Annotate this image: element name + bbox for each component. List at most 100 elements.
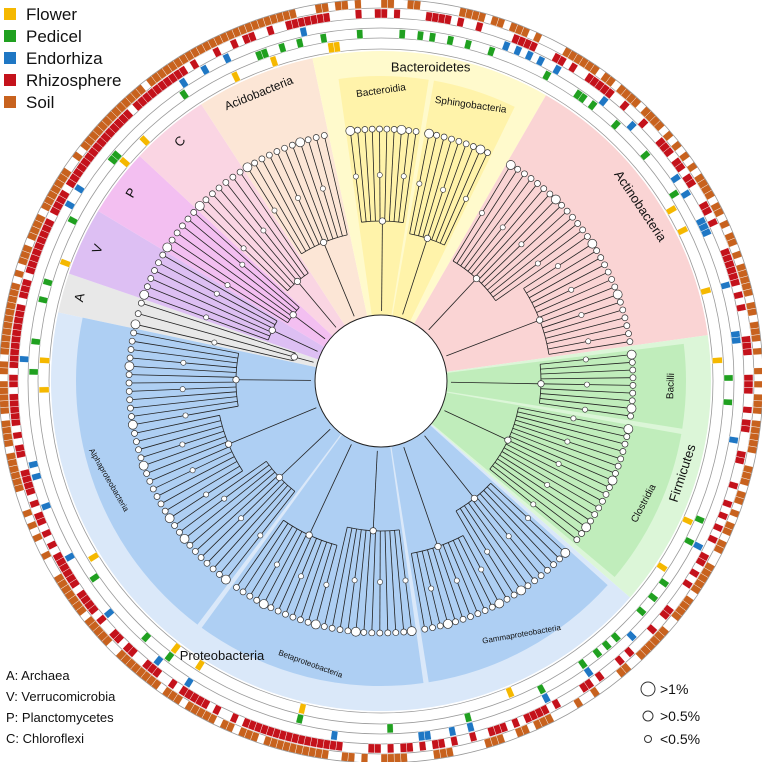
- heatmap-cell: [95, 614, 108, 626]
- branch: [503, 447, 603, 502]
- heatmap-cell: [746, 445, 758, 455]
- branch: [516, 415, 626, 445]
- heatmap-cell: [665, 204, 678, 216]
- heatmap-cell: [618, 99, 631, 112]
- heatmap-cell: [501, 40, 511, 52]
- internal-node: [518, 241, 525, 248]
- heatmap-cell: [400, 752, 408, 762]
- legend-swatch: [4, 30, 16, 42]
- leaf-node: [143, 470, 150, 477]
- heatmap-cell: [731, 336, 742, 345]
- internal-node: [505, 533, 512, 540]
- leaf-node: [421, 625, 429, 633]
- heatmap-cell: [432, 749, 441, 760]
- heatmap-cell: [720, 280, 731, 290]
- heatmap-cell: [340, 0, 349, 11]
- internal-node: [463, 195, 469, 202]
- leaf-node: [258, 599, 269, 609]
- heatmap-cell: [541, 69, 552, 82]
- branch: [300, 541, 328, 620]
- heatmap-cell: [12, 431, 23, 440]
- heatmap-cell: [753, 367, 762, 375]
- heatmap-cell: [406, 742, 414, 753]
- heatmap-cell: [42, 277, 54, 287]
- internal-node: [320, 238, 328, 246]
- heatmap-cell: [393, 9, 401, 19]
- branch: [494, 461, 587, 528]
- heatmap-cell: [567, 61, 579, 74]
- heatmap-cell: [118, 156, 131, 168]
- leaf-node: [455, 137, 463, 145]
- branch: [444, 410, 509, 441]
- legend-swatch: [4, 8, 16, 20]
- leaf-node: [608, 276, 615, 283]
- internal-node: [180, 359, 187, 366]
- heatmap-cell: [347, 752, 356, 762]
- branch: [205, 199, 291, 288]
- heatmap-cell: [535, 55, 546, 67]
- heatmap-cell: [164, 651, 175, 663]
- leaf-node: [310, 619, 321, 630]
- leaf-node: [149, 485, 157, 493]
- heatmap-cell: [59, 258, 72, 268]
- branch: [471, 188, 545, 275]
- leaf-node: [179, 222, 186, 230]
- branch: [270, 533, 308, 608]
- leaf-node: [304, 618, 312, 626]
- branch: [263, 531, 303, 605]
- leaf-node: [612, 289, 623, 300]
- legend-label: Endorhiza: [26, 49, 103, 68]
- sector-acidobacteria: [201, 58, 369, 330]
- sector-a: [58, 273, 323, 369]
- leaf-node: [626, 349, 637, 360]
- leaf-node: [127, 419, 138, 430]
- heatmap-cell: [598, 95, 610, 107]
- heatmap-cell: [260, 47, 270, 59]
- branch: [477, 199, 557, 281]
- branch: [189, 471, 276, 546]
- heatmap-cell: [387, 743, 395, 754]
- internal-node: [534, 260, 541, 267]
- size-legend-circle: [642, 710, 654, 722]
- internal-node: [203, 491, 210, 498]
- internal-node: [377, 579, 383, 585]
- heatmap-cell: [247, 31, 258, 43]
- leaf-node: [406, 626, 417, 636]
- heatmap-cell: [741, 335, 752, 344]
- heatmap-cell: [152, 655, 164, 667]
- leaf-node: [593, 247, 601, 254]
- branch: [182, 225, 295, 314]
- leaf-node: [602, 491, 610, 498]
- branch: [308, 444, 352, 536]
- internal-node: [295, 195, 301, 201]
- heatmap-cell: [15, 303, 27, 312]
- heatmap-cell: [706, 217, 719, 228]
- internal-node: [555, 263, 561, 269]
- internal-node: [290, 353, 298, 361]
- leaf-node: [524, 582, 532, 590]
- leaf-node: [147, 275, 155, 282]
- internal-node: [537, 380, 545, 388]
- heatmap-cell: [230, 70, 241, 83]
- abbreviation-line: V: Verrucomicrobia: [6, 689, 116, 704]
- heatmap-cell: [528, 40, 539, 53]
- internal-node: [224, 282, 231, 288]
- branch: [389, 530, 397, 633]
- internal-node: [376, 172, 383, 178]
- internal-node: [305, 531, 313, 539]
- heatmap-cell: [486, 725, 497, 737]
- heatmap-cell: [319, 33, 328, 44]
- branch: [460, 173, 525, 267]
- leaf-node: [595, 504, 603, 512]
- heatmap-cell: [87, 551, 100, 563]
- heatmap-cell: [0, 340, 11, 349]
- sector-bacteroidia: [338, 75, 429, 320]
- heatmap-cell: [399, 742, 408, 753]
- leaf-node: [130, 319, 141, 330]
- heatmap-cell: [655, 561, 669, 573]
- leaf-node: [628, 397, 636, 405]
- leaf-node: [433, 131, 440, 139]
- leaf-node: [390, 125, 398, 133]
- internal-node: [351, 577, 358, 584]
